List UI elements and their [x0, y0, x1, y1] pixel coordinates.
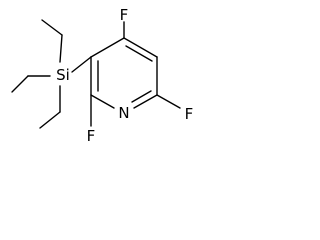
- bond-c6-n1: [133, 94, 158, 109]
- bond-c4-c5-inner: [125, 45, 153, 62]
- molecule-structure: F F F N Si: [11, 6, 193, 145]
- bond-si-ethyl1-a: [59, 34, 63, 63]
- bond-c3-si: [71, 56, 92, 73]
- bond-c3-c4: [90, 37, 125, 58]
- atom-n-ring: N: [118, 104, 129, 122]
- bond-c6-n1-inner: [131, 90, 152, 103]
- substituent-bonds: [71, 21, 181, 127]
- pyridine-ring: [90, 37, 158, 109]
- bond-c6-f: [156, 94, 181, 109]
- bond-ethyl3-b: [39, 111, 61, 129]
- structure-canvas: F F F N Si: [0, 0, 230, 155]
- bond-ethyl1-b: [41, 19, 63, 36]
- bond-c4-c5: [123, 37, 158, 58]
- bond-ethyl2-b: [11, 75, 29, 93]
- atom-si: Si: [56, 66, 70, 84]
- ethyl-groups: [11, 19, 63, 129]
- atom-labels: F F F N Si: [56, 6, 193, 145]
- atom-f-right: F: [185, 105, 194, 123]
- bond-n1-c2: [90, 94, 115, 109]
- atom-f-bottom: F: [87, 127, 96, 145]
- atom-f-top: F: [120, 6, 129, 24]
